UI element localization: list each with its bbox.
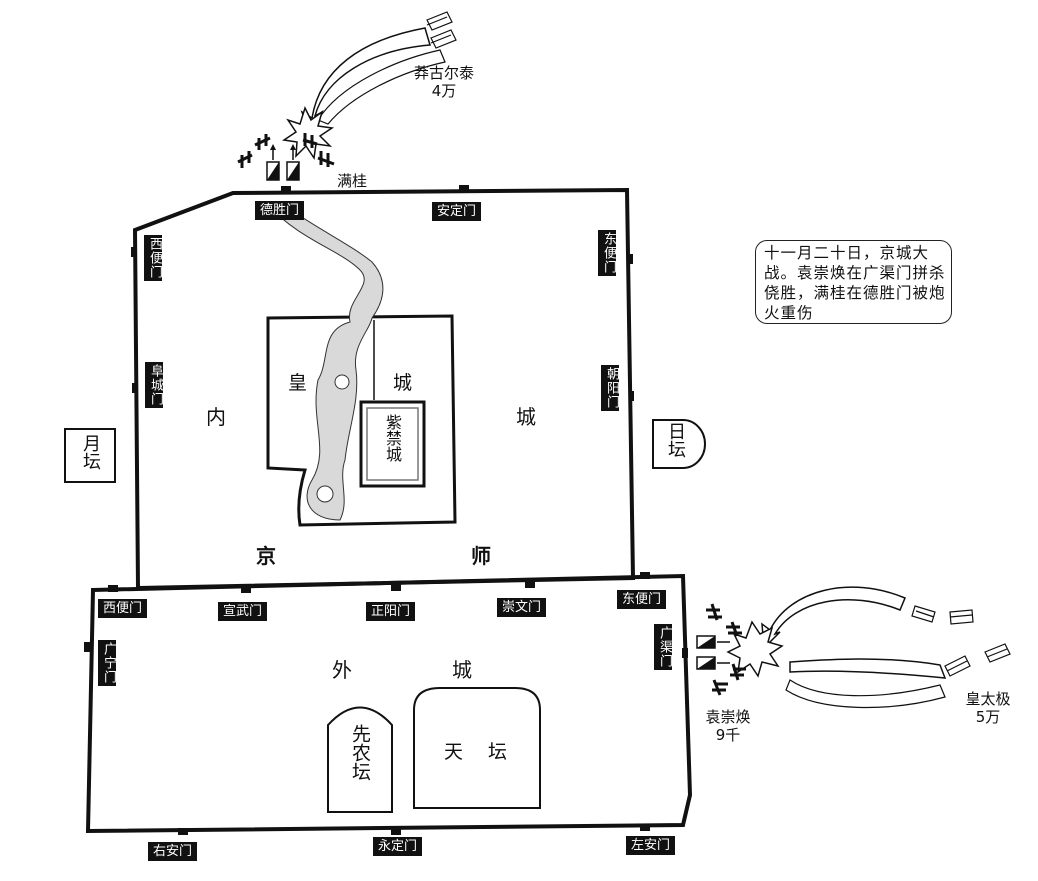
manggultai-label: 莽古尔泰 4万 bbox=[404, 64, 484, 100]
manggultai-name: 莽古尔泰 bbox=[413, 64, 474, 82]
imperial-city-wall bbox=[266, 314, 457, 527]
tian-altar-char-2: 坛 bbox=[488, 741, 508, 763]
water-channel bbox=[266, 204, 384, 521]
gate-guangqumen: 广渠门 bbox=[654, 624, 672, 670]
gate-deshengmen: 德胜门 bbox=[255, 201, 305, 220]
hongtaiji-label: 皇太极 5万 bbox=[953, 690, 1023, 726]
north-explosion-icon bbox=[281, 106, 335, 161]
hongtaiji-attack-arrow-1 bbox=[761, 586, 906, 650]
xiannong-altar-label: 先农坛 bbox=[349, 724, 371, 781]
mangui-name: 满桂 bbox=[337, 172, 368, 190]
hongtaiji-unit-icons bbox=[911, 605, 1011, 677]
gate-youanmen: 右安门 bbox=[148, 842, 198, 861]
gate-andingmen: 安定门 bbox=[432, 202, 482, 221]
imperial-city-char-1: 皇 bbox=[288, 372, 308, 394]
forbidden-city-wall-outer bbox=[359, 400, 426, 488]
mangui-cannon-icons bbox=[237, 133, 335, 168]
sun-altar-label: 日坛 bbox=[665, 422, 686, 458]
gate-chaoyangmen: 朝阳门 bbox=[601, 365, 619, 411]
gate-guangningmen: 广宁门 bbox=[98, 640, 116, 686]
outer-city-char-1: 外 bbox=[332, 658, 352, 682]
yuan-size: 9千 bbox=[715, 726, 741, 744]
mangui-defender-units bbox=[266, 144, 300, 181]
inner-city-wall bbox=[132, 187, 636, 591]
manggultai-unit-icons bbox=[426, 11, 457, 49]
yuan-name: 袁崇焕 bbox=[705, 708, 751, 726]
gate-zhengyangmen: 正阳门 bbox=[366, 602, 416, 621]
moon-altar-label: 月坛 bbox=[80, 434, 101, 470]
forbidden-city-label: 紫禁城 bbox=[383, 414, 402, 462]
gate-dongbianmen-north: 东便门 bbox=[598, 230, 616, 276]
yuan-defender-units bbox=[696, 635, 730, 670]
capital-char-1: 京 bbox=[256, 544, 276, 568]
lake-island bbox=[316, 485, 334, 503]
outer-city-wall bbox=[85, 573, 693, 834]
yuan-cannon-icons bbox=[706, 603, 746, 696]
hongtaiji-attack-arrow-2 bbox=[789, 658, 947, 679]
hongtaiji-name: 皇太极 bbox=[965, 690, 1011, 708]
wall-notches bbox=[84, 185, 688, 835]
sun-altar-box bbox=[652, 419, 706, 469]
forbidden-city-wall-inner bbox=[366, 407, 419, 481]
gate-xibianmen-north: 西便门 bbox=[144, 235, 162, 281]
xiannong-altar-box bbox=[327, 706, 393, 813]
lake-island bbox=[334, 374, 350, 390]
tian-altar-char-1: 天 bbox=[444, 741, 464, 763]
gate-yongdingmen: 永定门 bbox=[373, 837, 423, 856]
gate-dongbianmen-south: 东便门 bbox=[617, 590, 667, 609]
inner-city-char-2: 城 bbox=[516, 405, 536, 429]
hongtaiji-attack-arrow-3 bbox=[785, 679, 946, 709]
imperial-city-char-2: 城 bbox=[393, 372, 413, 394]
tian-altar-box bbox=[413, 687, 541, 809]
gate-xibianmen-south: 西便门 bbox=[98, 599, 148, 618]
moon-altar-box bbox=[64, 428, 116, 483]
gate-chongwenmen: 崇文门 bbox=[497, 598, 547, 617]
battle-caption: 十一月二十日，京城大战。袁崇焕在广渠门拼杀侥胜，满桂在德胜门被炮火重伤 bbox=[755, 240, 952, 324]
manggultai-size: 4万 bbox=[431, 82, 457, 100]
yuan-label: 袁崇焕 9千 bbox=[693, 708, 763, 744]
gate-fuchengmen: 阜城门 bbox=[145, 362, 163, 408]
manggultai-attack-arrow-2 bbox=[317, 49, 446, 125]
outer-city-char-2: 城 bbox=[452, 658, 472, 682]
hongtaiji-size: 5万 bbox=[975, 708, 1001, 726]
gate-zuoanmen: 左安门 bbox=[626, 836, 676, 855]
gate-xuanwumen: 宣武门 bbox=[218, 602, 268, 621]
inner-city-char-1: 内 bbox=[206, 405, 226, 429]
capital-char-2: 师 bbox=[471, 544, 491, 568]
east-explosion-icon bbox=[726, 620, 784, 678]
